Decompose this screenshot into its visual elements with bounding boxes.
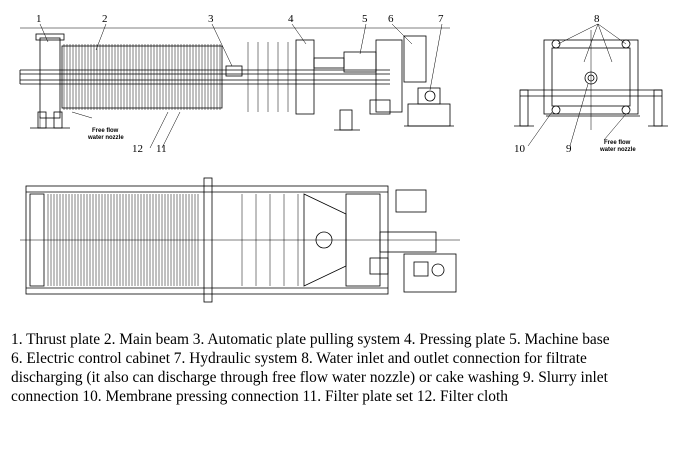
caption: 1. Thrust plate 2. Main beam 3. Automati… (11, 330, 695, 406)
callout-3: 3 (208, 13, 214, 25)
side-nozzle-label-1: Free flow (92, 128, 119, 134)
callout-8: 8 (594, 13, 600, 25)
callout-1: 1 (36, 13, 42, 25)
end-nozzle-label-1: Free flow (604, 140, 631, 146)
hydraulic-system (404, 87, 454, 127)
caption-line-4: connection 10. Membrane pressing connect… (11, 388, 508, 405)
machine-base (343, 51, 377, 73)
plate-pulling-system (225, 65, 243, 77)
side-view (19, 27, 454, 131)
callout-5: 5 (362, 13, 368, 25)
thrust-plate (39, 37, 61, 119)
top-view (20, 177, 460, 303)
side-view-callouts (39, 23, 443, 149)
end-nozzle-label-2: water nozzle (599, 147, 636, 153)
caption-line-1: 1. Thrust plate 2. Main beam 3. Automati… (11, 331, 610, 348)
filter-plate-set (63, 44, 221, 110)
filter-press-diagram: 1 2 3 4 5 6 7 12 11 Free flow water nozz… (19, 13, 668, 303)
callout-6: 6 (388, 13, 394, 25)
callout-10: 10 (514, 143, 526, 155)
electric-control-cabinet (403, 35, 427, 83)
end-view-callouts (527, 23, 627, 147)
end-view (514, 30, 668, 130)
caption-line-3: discharging (it also can discharge throu… (11, 369, 608, 386)
caption-line-2: 6. Electric control cabinet 7. Hydraulic… (11, 350, 587, 367)
callout-4: 4 (288, 13, 294, 25)
callout-12: 12 (132, 143, 143, 155)
callout-11: 11 (156, 143, 167, 155)
callout-7: 7 (438, 13, 444, 25)
callout-9: 9 (566, 143, 572, 155)
callout-2: 2 (102, 13, 108, 25)
side-nozzle-label-2: water nozzle (87, 135, 124, 141)
pressing-plate (295, 39, 315, 115)
